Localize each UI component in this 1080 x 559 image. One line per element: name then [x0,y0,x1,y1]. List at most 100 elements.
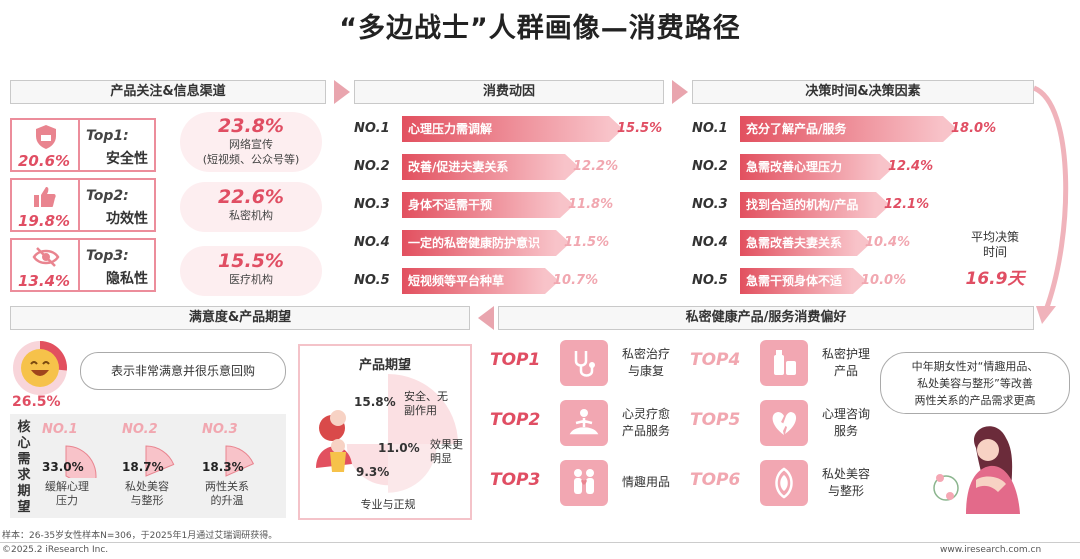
pref-label: 心灵疗愈产品服务 [612,406,680,440]
pref-label-line2: 产品 [833,364,858,378]
meditation-icon [560,400,608,446]
channel-pct-3: 15.5% [218,250,284,272]
channel-text-3: 医疗机构 [229,273,273,286]
bar-mark: 心理压力需调解 [402,116,609,142]
footer-copyright: ©2025.2 iResearch Inc. [2,545,109,555]
focus-item-2: 19.8% Top2: 功效性 [10,178,156,232]
preferences-grid: TOP1 私密治疗与康复 TOP2 心灵疗愈产品服务 TOP3 情趣用品 TOP4 私密护理产… [486,340,906,510]
bar-rank: NO.5 [692,273,728,288]
pref-label-line2: 与康复 [627,364,664,378]
need-label: 缓解心理 [45,480,89,493]
section-focus-header: 产品关注&信息渠道 [10,80,326,104]
satisfaction-bubble: 表示非常满意并很乐意回购 [80,352,286,390]
bar-rank: NO.3 [692,197,728,212]
pref-label: 私处美容与整形 [812,466,880,500]
footer-note: 样本：26-35岁女性样本N=306，于2025年1月通过艾瑞调研获得。 [2,531,278,541]
bar-rank: NO.2 [354,159,390,174]
bar-mark: 急需改善夫妻关系 [740,230,857,256]
focus-item-1: 20.6% Top1: 安全性 [10,118,156,172]
expectation-value-1: 15.8% [354,395,396,409]
curve-arrow [1032,85,1069,324]
pref-rank: TOP4 [690,350,741,370]
channel-text-2: 私密机构 [229,209,273,222]
bar-tip [556,230,570,256]
bar-value-label: 11.8% [568,197,614,212]
expectation-value-2: 11.0% [378,441,420,455]
pref-label-line1: 心理咨询 [821,407,870,421]
bar-value-label: 12.2% [573,159,619,174]
need-value-label: 18.3% [202,460,244,474]
need-pie-slice [65,445,97,478]
pref-label: 私密护理产品 [812,346,880,380]
need-rank: NO.3 [202,422,238,437]
bar-rank: NO.2 [692,159,728,174]
bar-mark: 身体不适需干预 [402,192,560,218]
decision-time-label-1: 平均决策 [970,230,1019,244]
expectation-value-3: 9.3% [356,465,389,479]
bar-tip [857,230,871,256]
bar-mark: 改善/促进夫妻关系 [402,154,565,180]
beauty-icon [760,460,808,506]
pref-rank: TOP3 [490,470,541,490]
bar-tip [609,116,623,142]
expectation-label-1b: 副作用 [404,404,437,417]
bar-tip [853,268,867,294]
pref-label-line1: 情趣用品 [621,475,670,489]
bar-tip [560,192,574,218]
section-preference-header: 私密健康产品/服务消费偏好 [498,306,1034,330]
focus-rank-1: Top1: [86,128,129,144]
pref-label-line1: 私处美容 [821,467,870,481]
need-value-label: 33.0% [42,460,84,474]
mother-child-illustration [316,410,352,472]
need-label: 私处美容 [125,480,169,493]
smiley-icon [13,341,67,395]
satisfaction-pct: 26.5% [12,394,61,410]
focus-item-3: 13.4% Top3: 隐私性 [10,238,156,292]
bar-rank: NO.1 [354,121,390,136]
bar-value-label: 15.5% [617,121,663,136]
footer-divider [0,542,1080,543]
focus-label-3: 隐私性 [106,271,148,287]
need-pie-slice [225,445,255,477]
focus-pct-1: 20.6% [18,152,71,170]
decision-time-label-2: 时间 [982,245,1007,259]
pref-rank: TOP2 [490,410,541,430]
need-label-2: 与整形 [130,494,164,507]
focus-label-1: 安全性 [106,151,148,167]
woman-illustration [933,426,1020,514]
bar-value-label: 12.4% [888,159,934,174]
callout-bubble: 中年期女性对“情趣用品、 私处美容与整形”等改善 两性关系的产品需求更高 [880,352,1070,414]
bar-rank: NO.5 [354,273,390,288]
bar-mark: 充分了解产品/服务 [740,116,943,142]
pref-label-line1: 私密治疗 [621,347,670,361]
need-label-2: 的升温 [210,494,244,507]
bar-value-label: 11.5% [564,235,610,250]
bar-value-label: 10.4% [865,235,911,250]
eye-slash-icon [32,247,60,267]
pref-rank: TOP5 [690,410,741,430]
divider [78,180,80,230]
focus-rank-3: Top3: [86,248,129,264]
channel-cloud-3: 15.5% 医疗机构 [180,246,322,296]
focus-pct-2: 19.8% [18,212,71,230]
expectation-label-2a: 效果更 [430,437,463,451]
channel-subtext-1: (短视频、公众号等) [202,153,300,166]
bar-value-label: 18.0% [951,121,997,136]
bar-rank: NO.4 [354,235,390,250]
need-rank: NO.1 [42,422,78,437]
decision-time-value: 16.9天 [965,269,1025,289]
expectation-sector [346,444,388,486]
pref-rank: TOP1 [490,350,541,370]
focus-rank-2: Top2: [86,188,129,204]
need-value-label: 18.7% [122,460,164,474]
section-satisfaction-header: 满意度&产品期望 [10,306,470,330]
need-pie [65,445,97,478]
bar-mark: 急需改善心理压力 [740,154,880,180]
bar-tip [565,154,579,180]
bar-tip [545,268,559,294]
